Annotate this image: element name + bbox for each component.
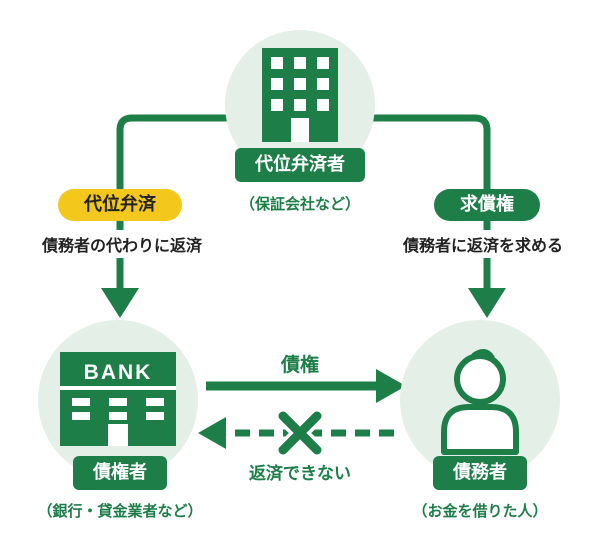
guarantor-building-icon [262, 48, 338, 142]
bank-icon-text: BANK [84, 361, 153, 384]
guarantor-sublabel: （保証会社など） [239, 196, 361, 213]
claim-label: 債権 [280, 355, 320, 376]
failed-repayment-label: 返済できない [249, 464, 351, 483]
bank-building-icon: BANK [60, 352, 176, 446]
down-arrow-left [101, 114, 300, 318]
debtor-sublabel: （お金を借りた人） [412, 503, 548, 520]
reimbursement-badge: 求償権 [434, 189, 540, 221]
cross-icon [275, 408, 325, 458]
down-arrow-right [300, 114, 506, 318]
reimbursement-description: 債務者に返済を求める [398, 230, 568, 258]
claim-arrow [206, 369, 406, 403]
debtor-label: 債務者 [433, 456, 527, 490]
creditor-sublabel: （銀行・貸金業者など） [37, 503, 203, 520]
subrogation-badge: 代位弁済 [58, 189, 182, 221]
creditor-label: 債権者 [73, 456, 167, 490]
debtor-person-icon [441, 349, 519, 455]
guarantor-label: 代位弁済者 [235, 148, 365, 182]
subrogation-description: 債務者の代わりに返済 [37, 230, 207, 258]
